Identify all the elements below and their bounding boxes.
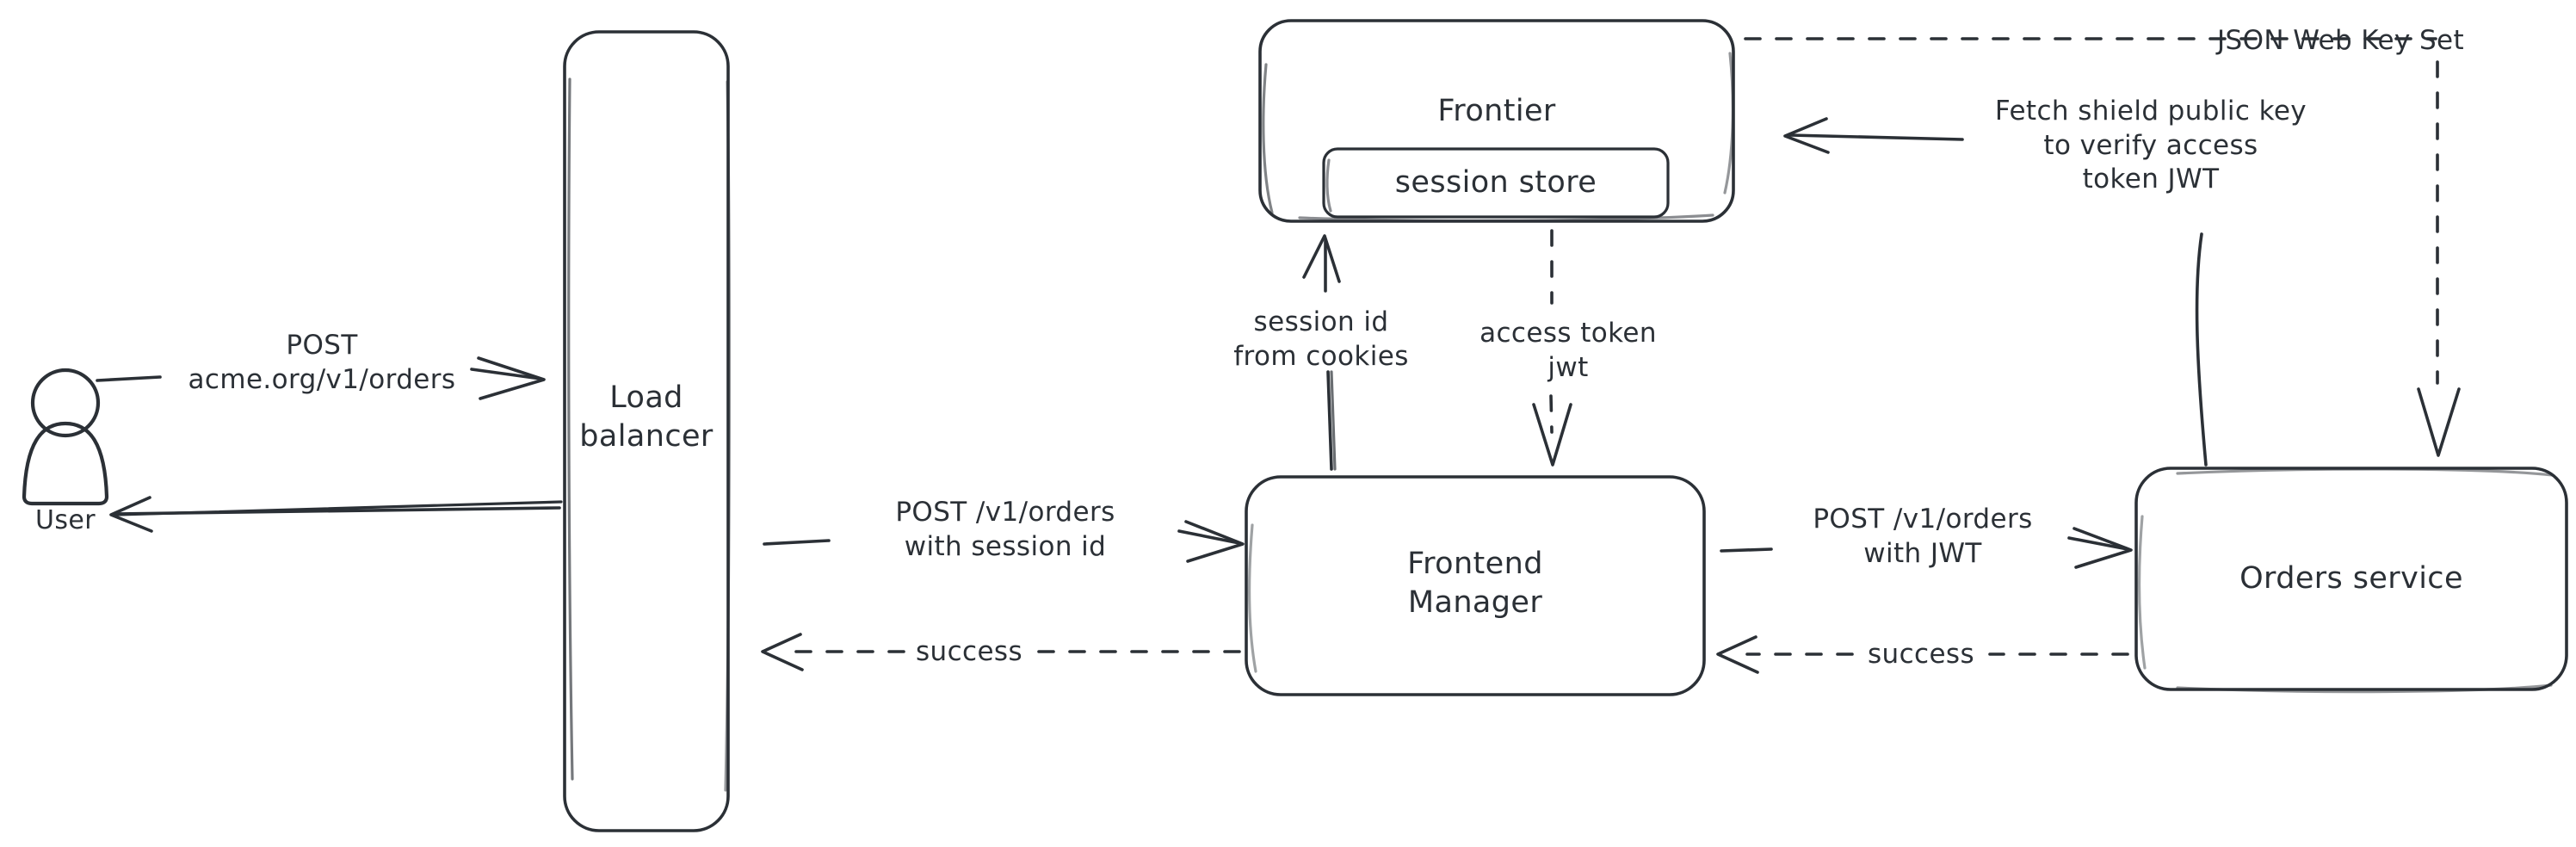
node-session-store[interactable] <box>1322 147 1670 219</box>
edge-frontier-to-fm-arrow <box>1532 229 1572 467</box>
edge-frontier-to-orders-arrow <box>1744 37 2461 457</box>
node-orders-service[interactable] <box>2134 467 2568 694</box>
edge-lb-to-fm-arrow <box>763 520 1245 563</box>
user-edge-tick <box>96 375 162 382</box>
edge-orders-to-frontier-arrow <box>1783 117 2208 467</box>
node-load-balancer[interactable] <box>563 30 732 832</box>
edge-user-to-lb-arrow <box>470 356 546 400</box>
edge-lb-to-user-arrow <box>109 496 563 533</box>
user-actor-icon <box>22 368 109 506</box>
edge-orders-to-fm-arrow <box>1716 635 2129 674</box>
edge-fm-to-orders-arrow <box>1720 527 2133 569</box>
node-frontend-manager[interactable] <box>1245 475 1706 696</box>
edge-fm-to-frontier-arrow <box>1302 234 1341 471</box>
edge-fm-to-lb-arrow <box>761 633 1241 671</box>
